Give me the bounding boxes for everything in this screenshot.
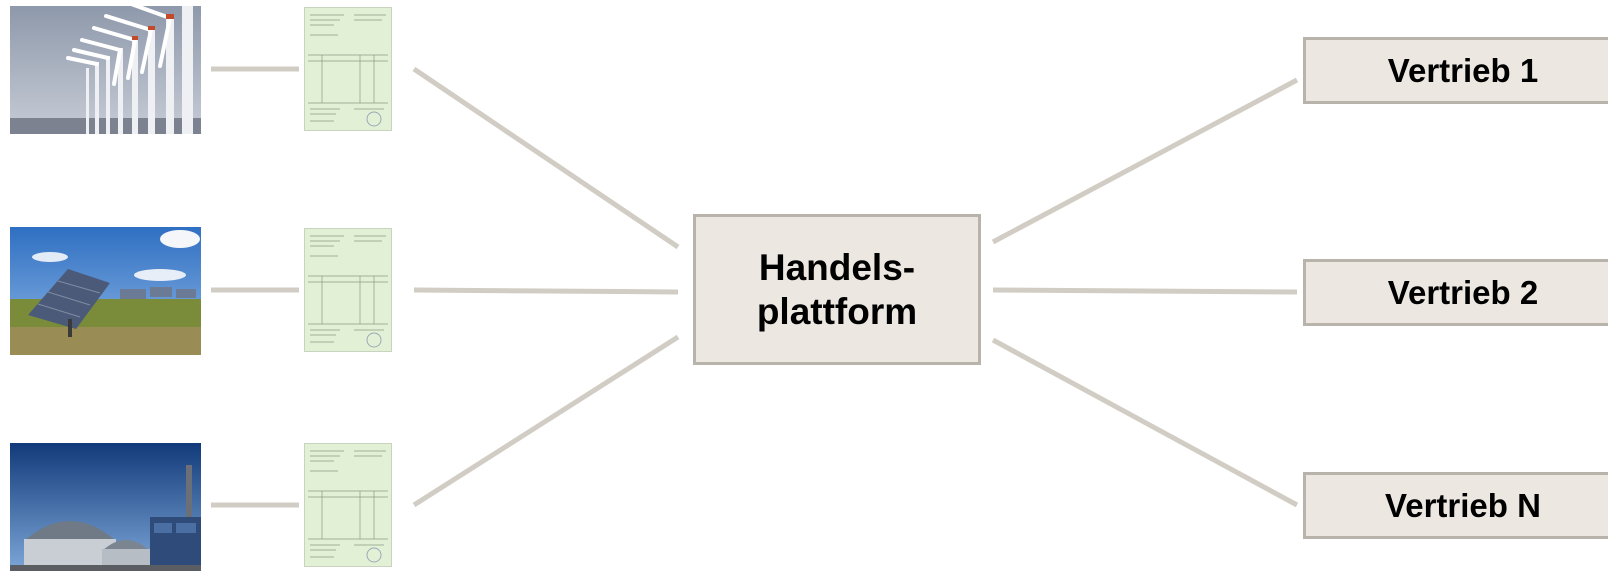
vertrieb-1-label: Vertrieb 1 [1387,51,1539,89]
connector-cert1-to-hub [412,66,680,250]
connector-hub-to-vertrieb-1 [991,77,1299,245]
connector-hub-to-vertrieb-2 [992,287,1298,295]
connector-hub-to-vertrieb-n [991,337,1299,508]
certificate-document-icon [304,443,392,567]
vertrieb-1-box: Vertrieb 1 [1303,37,1608,104]
trading-platform-box: Handels- plattform [693,214,981,365]
wind-turbines-photo [10,6,201,134]
connector-cert3-to-hub [412,334,680,508]
trading-platform-label: Handels- plattform [756,246,918,332]
vertrieb-n-label: Vertrieb N [1385,486,1541,524]
connector-cert2-to-hub [413,287,679,295]
solar-panels-photo [10,227,201,355]
certificate-document-icon [304,7,392,131]
biogas-plant-photo [10,443,201,571]
certificate-document-icon [304,228,392,352]
vertrieb-2-box: Vertrieb 2 [1303,259,1608,326]
vertrieb-n-box: Vertrieb N [1303,472,1608,539]
vertrieb-2-label: Vertrieb 2 [1387,273,1539,311]
